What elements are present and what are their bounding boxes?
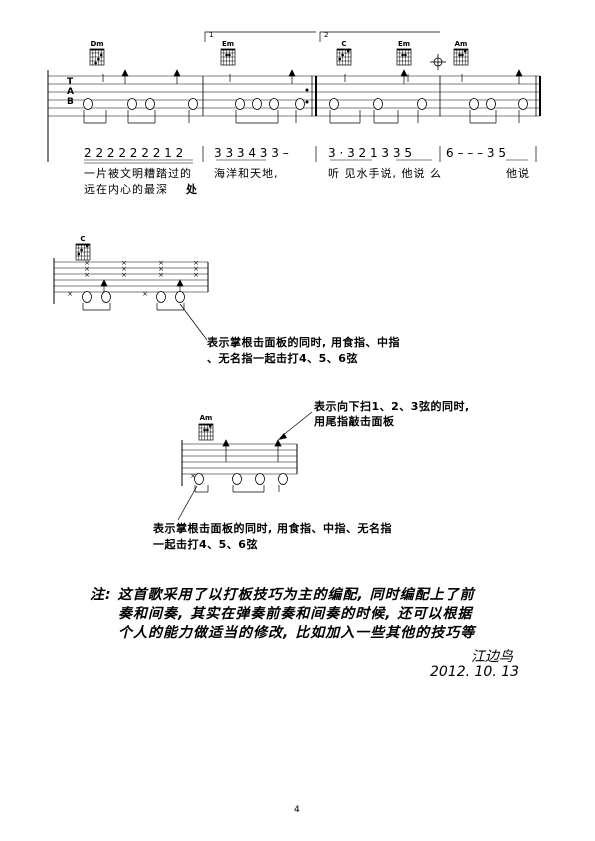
- example1-pointer: [179, 303, 208, 341]
- example2-bottom-annotation-line1: 表示掌根击面板的同时, 用食指、中指、无名指: [153, 522, 393, 535]
- notation-measure-3: 3 · 3 2 1 3 3 5: [328, 146, 412, 160]
- lyric-line2-part1: 远在内心的最深: [84, 183, 168, 196]
- example1-x-marks: ××× ××× ××× ××× ××: [67, 259, 199, 298]
- example2-chord-name: Am: [199, 414, 213, 422]
- chord-name: Em: [221, 40, 235, 48]
- page-number: 4: [294, 805, 300, 815]
- coda-sign-icon: [430, 54, 446, 70]
- tab-letter-a: A: [67, 87, 74, 97]
- footnote-line3: 个人的能力做适当的修改, 比如加入一些其他的技巧等: [118, 625, 476, 641]
- volta-1-label: 1: [209, 31, 214, 39]
- system1-chord-diagrams: [89, 48, 469, 66]
- chord-name: C: [341, 40, 347, 48]
- svg-text:×: ×: [193, 265, 199, 273]
- example2-x-marks: ×: [190, 472, 196, 480]
- volta-brackets: [204, 31, 440, 42]
- footnote-line2: 奏和间奏, 其实在弹奏前奏和间奏的时候, 还可以根据: [118, 606, 473, 622]
- svg-text:×: ×: [158, 265, 164, 273]
- lyric-line2-part2: 处: [186, 183, 198, 196]
- lyric-line1-part3: 听 见水手说, 他说 么: [328, 167, 442, 180]
- volta-2-label: 2: [324, 31, 329, 39]
- svg-text:×: ×: [84, 271, 90, 279]
- example2-top-pointer: [281, 411, 313, 437]
- example2-notes: [194, 473, 288, 485]
- example1-staff: [53, 258, 209, 304]
- svg-text:×: ×: [67, 290, 73, 298]
- number-barlines: [202, 146, 537, 162]
- lyric-line1-part4: 他说: [506, 167, 530, 180]
- svg-text:×: ×: [84, 265, 90, 273]
- example2-top-annotation-line1: 表示向下扫1、2、3弦的同时,: [314, 400, 470, 413]
- tab-letter-b: B: [67, 97, 74, 107]
- svg-text:×: ×: [193, 271, 199, 279]
- svg-text:×: ×: [190, 472, 196, 480]
- example1-arrows: [100, 279, 184, 292]
- svg-text:×: ×: [158, 271, 164, 279]
- example1-annotation-line1: 表示掌根击面板的同时, 用食指、中指: [207, 336, 401, 349]
- example1-annotation-line2: 、无名指一起击打4、5、6弦: [207, 352, 358, 365]
- footnote-line1: 注: 这首歌采用了以打板技巧为主的编配, 同时编配上了前: [90, 587, 475, 603]
- example1-beams: [82, 303, 185, 311]
- notation-measure-4: 6 – – – 3 5: [446, 146, 506, 160]
- notation-measure-2: 3 3 3 4 3 3 –: [214, 146, 289, 160]
- example2-arrows: [222, 439, 282, 462]
- repeat-dots: [305, 88, 309, 104]
- signature-author: 江边鸟: [471, 649, 513, 665]
- number-underlines: [84, 159, 528, 164]
- chord-name: Dm: [90, 40, 104, 48]
- system1-strum-arrows: [102, 69, 523, 84]
- system1-beams: [83, 110, 520, 124]
- lyric-line1-part2: 海洋和天地,: [214, 167, 279, 180]
- chord-name: Am: [454, 40, 468, 48]
- svg-text:×: ×: [121, 271, 127, 279]
- svg-text:×: ×: [121, 265, 127, 273]
- chord-name: Em: [397, 40, 411, 48]
- example2-beams: [194, 485, 280, 493]
- lyric-line1-part1: 一片被文明糟踏过的: [84, 167, 192, 180]
- system1-staff: [48, 75, 540, 117]
- svg-text:×: ×: [142, 290, 148, 298]
- example1-notes: [82, 291, 185, 303]
- notation-measure-1: 2 2 2 2 2 2 2 1 2: [84, 146, 184, 160]
- example2-chord-diagram: [198, 423, 214, 441]
- system1-barlines: [202, 76, 541, 116]
- example1-chord-name: C: [80, 235, 86, 243]
- example2-bottom-pointer: [177, 485, 198, 521]
- example2-top-annotation-line2: 用尾指敲击面板: [314, 415, 395, 428]
- svg-text:×: ×: [158, 259, 164, 267]
- signature-date: 2012. 10. 13: [430, 664, 520, 680]
- svg-text:×: ×: [121, 259, 127, 267]
- svg-text:×: ×: [84, 259, 90, 267]
- svg-text:×: ×: [193, 259, 199, 267]
- tab-letter-t: T: [67, 77, 74, 87]
- example1-chord-diagram: [75, 243, 91, 261]
- example2-bottom-annotation-line2: 一起击打4、5、6弦: [153, 538, 258, 551]
